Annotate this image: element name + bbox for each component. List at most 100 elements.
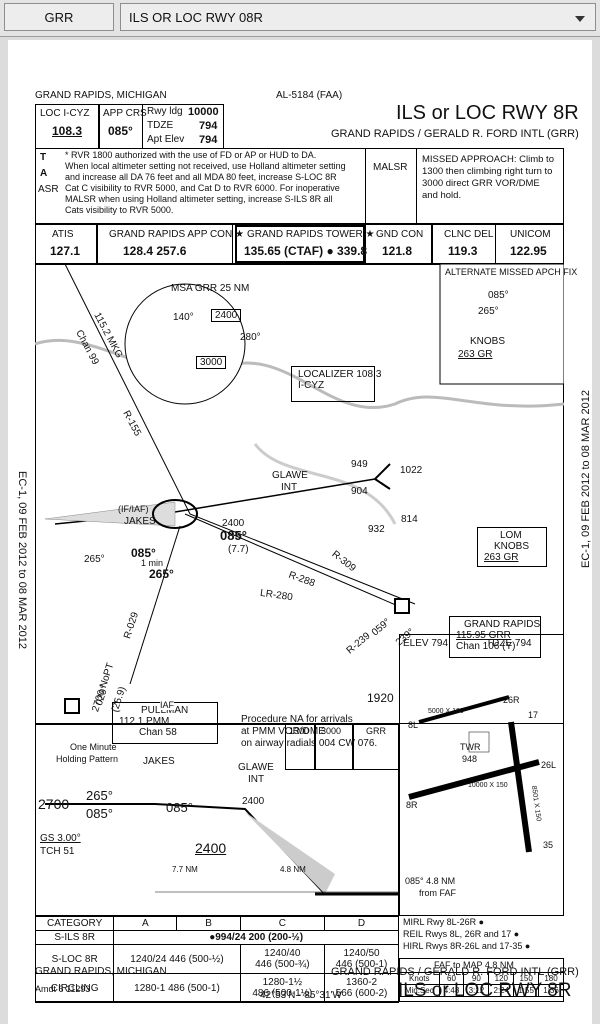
obstacle-814: 814 [401, 514, 418, 525]
missed-icon-grr: GRR [366, 726, 386, 736]
profile-hold-1: One Minute [70, 742, 117, 752]
twr-label: TWR [460, 742, 481, 752]
profile-view [35, 724, 399, 916]
missed-icon-1300: 1300 [289, 726, 310, 736]
alt-missed-title: ALTERNATE MISSED APCH FIX [445, 267, 578, 277]
hold-085: 085° [131, 546, 156, 560]
msa-radial-1: 140° [173, 312, 194, 323]
a-symbol: A [40, 168, 48, 179]
plan-265-west: 265° [84, 554, 105, 565]
hold-265: 265° [149, 567, 174, 581]
notes-band [35, 148, 564, 224]
apt-elev-label: Apt Elev [147, 134, 185, 145]
faf-course: 085° 4.8 NM [405, 876, 456, 886]
jakes-if-iaf: (IF/IAF) [118, 504, 149, 514]
rwy-8l: 8L [408, 720, 419, 730]
iaf-label: IAF [160, 700, 175, 710]
msa-title: MSA GRR 25 NM [171, 283, 250, 294]
gnd-con-label: GND CON [376, 229, 424, 240]
profile-alt-2700: 2700 [38, 796, 70, 812]
atis-label: ATIS [52, 229, 74, 240]
alt-knobs: KNOBS [470, 336, 506, 347]
lighting-notes: MIRL Rwy 8L-26R ●REIL Rwys 8L, 26R and 1… [403, 917, 531, 951]
atis-freq: 127.1 [50, 244, 81, 258]
footer-amdt: Amdt 6 11293 [35, 984, 91, 994]
tdze-label: TDZE [147, 120, 174, 131]
jakes-label: JAKES [124, 516, 156, 527]
runway-graphics [408, 695, 540, 853]
header-al: AL-5184 (FAA) [276, 90, 343, 101]
malsr-label: MALSR [373, 162, 408, 173]
obstacle-904: 904 [351, 486, 368, 497]
tower-label: GRAND RAPIDS TOWER ★ [247, 229, 375, 240]
clnc-del-freq: 119.3 [448, 244, 478, 258]
t-symbol: T [40, 152, 47, 163]
rwy-dim-2: 10000 X 150 [468, 782, 508, 789]
profile-hold-2: Holding Pattern [56, 754, 119, 764]
profile-alt-2400: 2400 [242, 796, 265, 807]
profile-085: 085° [86, 806, 113, 821]
plan-crs-085: 085° [220, 528, 247, 543]
profile-dist-2: 4.8 NM [280, 865, 306, 874]
right-margin-date: EC-1, 09 FEB 2012 to 08 MAR 2012 [580, 390, 592, 568]
chevron-down-icon [575, 16, 585, 22]
hold-1-min: 1 min [141, 558, 164, 568]
footer-city: GRAND RAPIDS, MICHIGAN [35, 966, 167, 977]
page-title: ILS or LOC RWY 8R [396, 102, 579, 124]
header-airport: GRAND RAPIDS / GERALD R. FORD INTL (GRR) [331, 128, 579, 140]
app-crs-label: APP CRS [103, 108, 147, 119]
faf-from: from FAF [419, 888, 457, 898]
glawe-label: GLAWE [272, 470, 308, 481]
profile-tch: TCH 51 [40, 846, 75, 857]
app-con-label: GRAND RAPIDS APP CON ★ [109, 229, 244, 240]
footer-coords: 42°53'N - 85°31'W [260, 990, 342, 1001]
obstacle-1920: 1920 [367, 691, 394, 705]
profile-alt-2400-gs: 2400 [195, 840, 227, 856]
plan-alt-2400: 2400 [222, 518, 245, 529]
tower-freq: 135.65 (CTAF) ● 339.8 [244, 244, 368, 258]
airport-tab[interactable]: GRR [4, 3, 114, 31]
plan-dist-77: (7.7) [228, 544, 249, 555]
alt-knobs-freq: 263 GR [458, 349, 493, 360]
profile-graphics [45, 803, 399, 896]
profile-265: 265° [86, 788, 113, 803]
rwy-8r: 8R [406, 800, 418, 810]
profile-085-final: 085° [166, 800, 193, 815]
footer-title: ILS or LOC RWY 8R [398, 980, 572, 1001]
procedure-select[interactable]: ILS OR LOC RWY 08R [120, 3, 596, 31]
tdze-value: 794 [199, 120, 218, 132]
plan-view-graphics [35, 264, 564, 714]
msa-alt-a: 2400 [211, 309, 242, 322]
profile-dist-1: 7.7 NM [172, 865, 198, 874]
notes-text: * RVR 1800 authorized with the use of FD… [65, 150, 346, 215]
profile-glawe: GLAWE [238, 762, 274, 773]
apt-elev: 794 [199, 134, 218, 146]
ad-tdze: TDZE 794 [486, 638, 532, 649]
app-con-freq: 128.4 257.6 [123, 244, 187, 258]
footer-airport: GRAND RAPIDS / GERALD R. FORD INTL (GRR) [331, 966, 579, 978]
clnc-del-label: CLNC DEL [444, 229, 494, 240]
msa-radial-2: 280° [240, 332, 261, 343]
rwy-35: 35 [543, 840, 554, 850]
loc-label: LOC I-CYZ [40, 108, 90, 119]
obstacle-949: 949 [351, 459, 368, 470]
rwy-ldg: 10000 [188, 106, 219, 118]
approach-chart: EC-1, 09 FEB 2012 to 08 MAR 2012 EC-1, 0… [8, 40, 592, 1024]
unicom-label: UNICOM [510, 229, 551, 240]
glawe-int: INT [281, 482, 298, 493]
asr-symbol: ASR [38, 184, 59, 195]
faf-title: FAF to MAP 4.8 NM [434, 960, 514, 970]
plan-view [35, 264, 564, 724]
gnd-con-freq: 121.8 [382, 244, 413, 258]
rwy-26r: 26R [503, 695, 520, 705]
profile-gs: GS 3.00° [40, 833, 81, 844]
toolbar: GRR ILS OR LOC RWY 08R [0, 0, 600, 37]
profile-glawe-int: INT [248, 774, 265, 785]
app-crs: 085° [108, 124, 133, 138]
